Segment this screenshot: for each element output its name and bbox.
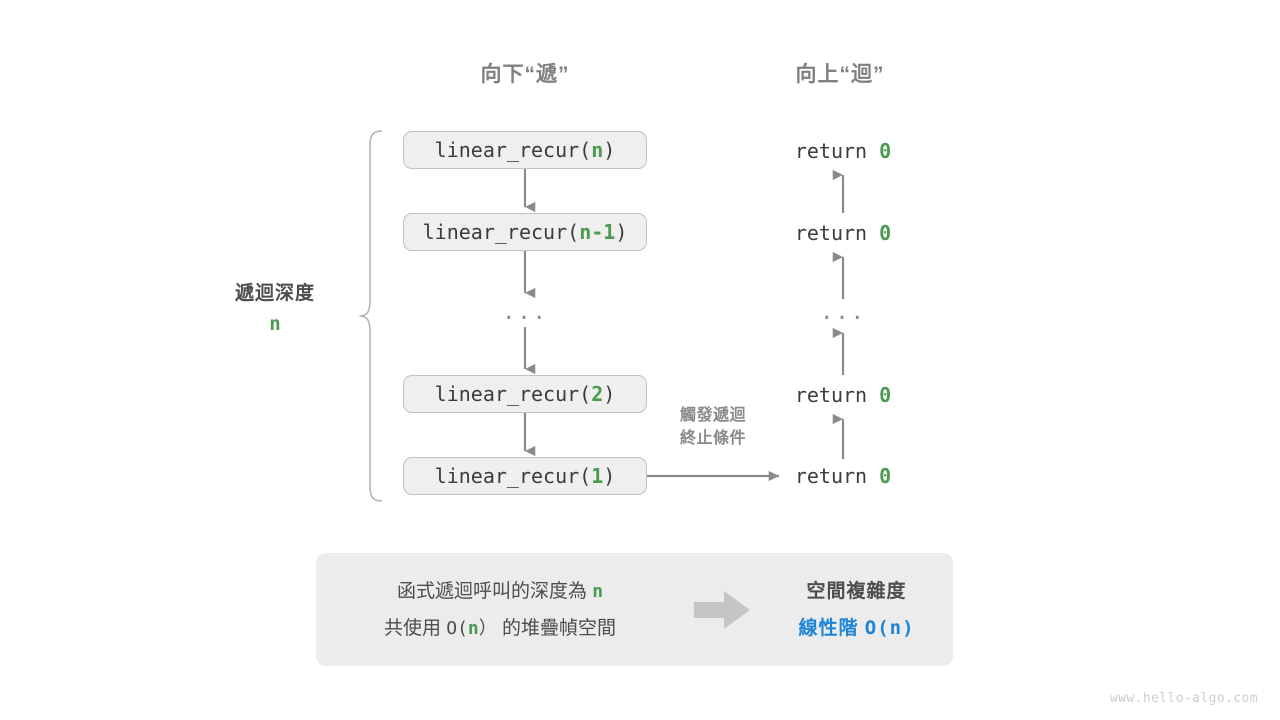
summary-line2-bigo-open: O( — [446, 617, 468, 639]
summary-line1-text: 函式遞迴呼叫的深度為 — [396, 580, 593, 602]
summary-line2-var: n — [467, 617, 479, 639]
call-box: linear_recur(2) — [403, 375, 647, 413]
return-value: 0 — [879, 464, 892, 488]
call-box-arg: 2 — [591, 382, 604, 406]
return-value: 0 — [879, 139, 892, 163]
down-arrow-icon — [523, 413, 536, 457]
terminate-condition-note: 觸發遞迴 終止條件 — [648, 404, 778, 450]
call-box: linear_recur(n-1) — [403, 213, 647, 251]
right-arrow-icon — [694, 590, 750, 629]
call-box-prefix: linear_recur( — [422, 220, 580, 244]
watermark: www.hello-algo.com — [1109, 691, 1258, 706]
summary-left-text: 函式遞迴呼叫的深度為 n 共使用 O(n） 的堆疊幀空間 — [316, 573, 684, 647]
call-box-arg: n — [591, 138, 604, 162]
return-value: 0 — [879, 383, 892, 407]
return-keyword: return — [794, 383, 868, 407]
recursion-depth-title: 遞迴深度 — [234, 283, 315, 304]
up-arrow-icon — [832, 251, 845, 299]
call-box-suffix: ) — [603, 464, 616, 488]
return-label: return 0 — [728, 383, 958, 407]
down-arrow-icon — [523, 327, 536, 375]
return-keyword: return — [794, 221, 868, 245]
return-label: return 0 — [728, 464, 958, 488]
call-box-suffix: ) — [615, 220, 628, 244]
return-keyword: return — [794, 464, 868, 488]
heading-downward-recursion: 向下“遞” — [480, 63, 570, 86]
down-arrow-icon — [523, 251, 536, 299]
terminate-note-line2: 終止條件 — [679, 430, 746, 447]
call-box-arg: 1 — [591, 464, 604, 488]
terminate-arrow-icon — [647, 470, 779, 482]
terminate-note-line1: 觸發遞迴 — [679, 407, 746, 424]
summary-line2-bigo-close: ） — [478, 617, 497, 639]
up-arrow-icon — [832, 169, 845, 213]
summary-arrow-container — [684, 590, 760, 629]
summary-right-text: 空間複雜度 線性階 O(n) — [760, 573, 953, 647]
call-box-prefix: linear_recur( — [434, 382, 592, 406]
summary-panel: 函式遞迴呼叫的深度為 n 共使用 O(n） 的堆疊幀空間 空間複雜度 線性階 O… — [316, 553, 953, 666]
complexity-bigo: O(n) — [864, 616, 915, 639]
complexity-order-name: 線性階 — [798, 617, 865, 639]
return-keyword: return — [794, 139, 868, 163]
recursion-depth-label: 遞迴深度 n — [160, 278, 390, 335]
call-box: linear_recur(1) — [403, 457, 647, 495]
curly-brace-icon — [359, 130, 383, 502]
call-ellipsis: ... — [502, 300, 548, 325]
summary-line2-prefix: 共使用 — [383, 617, 447, 639]
call-box-arg: n-1 — [579, 220, 616, 244]
call-box-suffix: ) — [603, 382, 616, 406]
summary-line-1: 函式遞迴呼叫的深度為 n — [316, 573, 684, 610]
summary-line2-suffix: 的堆疊幀空間 — [496, 617, 617, 639]
up-arrow-icon — [832, 413, 845, 459]
return-label: return 0 — [728, 221, 958, 245]
return-value: 0 — [879, 221, 892, 245]
complexity-title: 空間複雜度 — [806, 580, 907, 602]
summary-line-2: 共使用 O(n） 的堆疊幀空間 — [316, 610, 684, 647]
complexity-value: 線性階 O(n) — [760, 610, 953, 647]
down-arrow-icon — [523, 169, 536, 213]
return-label: return 0 — [728, 139, 958, 163]
call-box-prefix: linear_recur( — [434, 464, 592, 488]
recursion-depth-value: n — [269, 313, 281, 335]
call-box-suffix: ) — [603, 138, 616, 162]
call-box: linear_recur(n) — [403, 131, 647, 169]
summary-line1-var: n — [592, 580, 604, 602]
return-ellipsis: ... — [820, 300, 866, 325]
up-arrow-icon — [832, 327, 845, 375]
heading-upward-return: 向上“迴” — [795, 63, 885, 86]
call-box-prefix: linear_recur( — [434, 138, 592, 162]
